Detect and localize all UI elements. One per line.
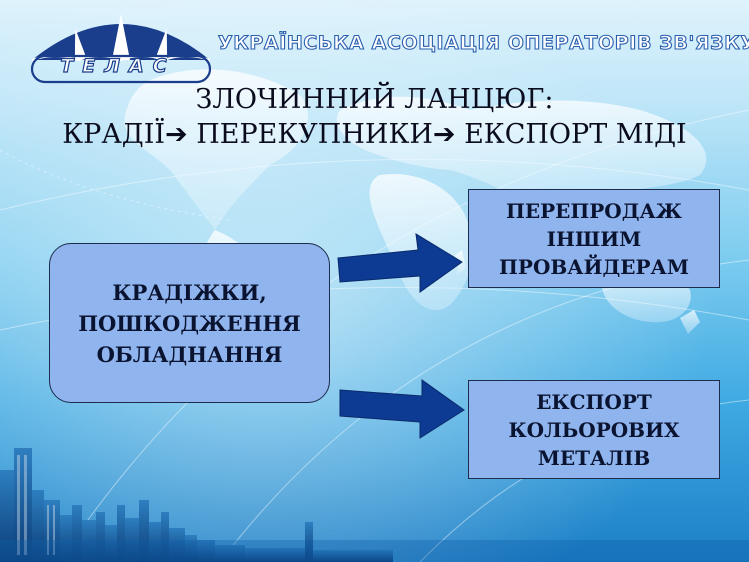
source-box-line-2: ПОШКОДЖЕННЯ bbox=[78, 310, 301, 336]
title-line-2: КРАДІЇ➔ ПЕРЕКУПНИКИ➔ ЕКСПОРТ МІДІ bbox=[62, 119, 687, 150]
target-bottom-line-1: ЕКСПОРТ bbox=[536, 389, 652, 414]
city-skyline-decoration bbox=[0, 448, 393, 562]
source-box-line-1: КРАДІЖКИ, bbox=[112, 279, 267, 305]
slide-title: ЗЛОЧИННИЙ ЛАНЦЮГ: КРАДІЇ➔ ПЕРЕКУПНИКИ➔ Е… bbox=[0, 82, 749, 152]
logo-text: ТЕЛАС bbox=[60, 55, 176, 77]
target-box-resale: ПЕРЕПРОДАЖ ІНШИМ ПРОВАЙДЕРАМ bbox=[468, 189, 720, 288]
telas-logo bbox=[30, 14, 212, 84]
arrow-to-resale bbox=[337, 233, 463, 293]
target-bottom-line-3: МЕТАЛІВ bbox=[537, 445, 651, 470]
target-bottom-line-2: КОЛЬОРОВИХ bbox=[508, 417, 680, 442]
title-line-1: ЗЛОЧИННИЙ ЛАНЦЮГ: bbox=[195, 84, 554, 115]
target-top-line-1: ПЕРЕПРОДАЖ bbox=[505, 198, 683, 223]
arrow-to-export bbox=[339, 379, 465, 439]
target-top-line-3: ПРОВАЙДЕРАМ bbox=[499, 254, 689, 279]
association-name: УКРАЇНСЬКА АСОЦІАЦІЯ ОПЕРАТОРІВ ЗВ'ЯЗКУ bbox=[217, 31, 749, 54]
target-box-export: ЕКСПОРТ КОЛЬОРОВИХ МЕТАЛІВ bbox=[468, 380, 720, 479]
source-box-theft: КРАДІЖКИ, ПОШКОДЖЕННЯ ОБЛАДНАННЯ bbox=[49, 243, 330, 403]
target-top-line-2: ІНШИМ bbox=[546, 226, 642, 251]
source-box-line-3: ОБЛАДНАННЯ bbox=[96, 341, 283, 367]
